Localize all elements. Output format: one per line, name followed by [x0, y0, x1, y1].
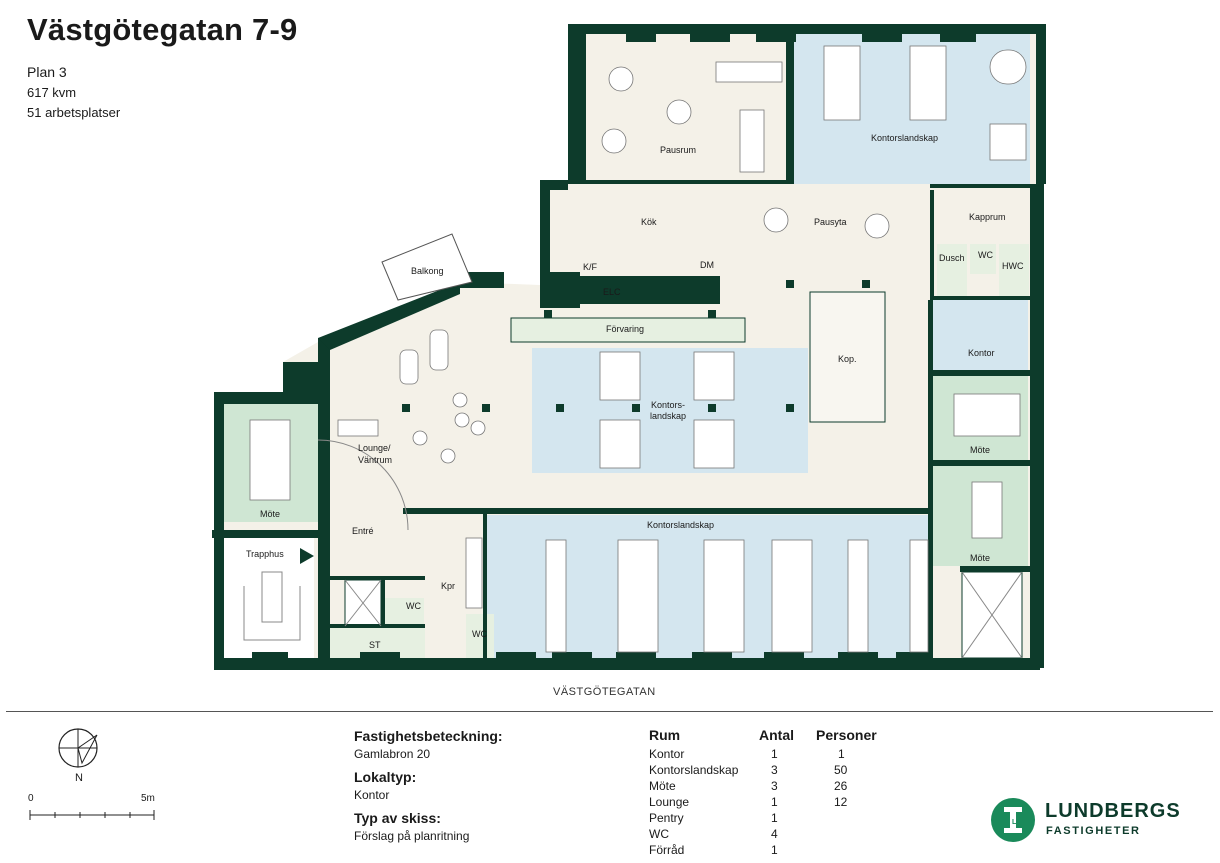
- table-cell: Kontor: [649, 747, 685, 761]
- floor-plan: Pausrum Kontorslandskap Kök Pausyta Kapp…: [212, 24, 1046, 698]
- room-kapprum: Kapprum: [969, 212, 1006, 222]
- table-cell: WC: [649, 827, 669, 841]
- room-elc: ELC: [603, 287, 621, 297]
- skiss-label: Typ av skiss:: [354, 810, 441, 826]
- page-title: Västgötegatan 7-9: [27, 12, 298, 47]
- room-kok: Kök: [641, 217, 657, 227]
- lundbergs-logo-icon: LF: [991, 798, 1035, 842]
- table-cell: Pentry: [649, 811, 684, 825]
- window-piers: [252, 24, 976, 670]
- table-cell: Lounge: [649, 795, 690, 809]
- table-header-rum: Rum: [649, 727, 681, 743]
- room-hwc: HWC: [1002, 261, 1024, 271]
- workplaces-label: 51 arbetsplatser: [27, 105, 121, 120]
- room-balkong: Balkong: [411, 266, 444, 276]
- room-mote-w: Möte: [260, 509, 280, 519]
- table-header-personer: Personer: [816, 727, 877, 743]
- room-kontorslandskap-mid-2: landskap: [650, 411, 686, 421]
- table-cell: 50: [834, 763, 848, 777]
- fastighet-label: Fastighetsbeteckning:: [354, 728, 503, 744]
- lokaltyp-label: Lokaltyp:: [354, 769, 417, 785]
- label-kf: K/F: [583, 262, 598, 272]
- area-label: 617 kvm: [27, 85, 77, 100]
- room-wc-1: WC: [978, 250, 993, 260]
- table-cell: 1: [771, 795, 778, 809]
- balcony: [381, 233, 473, 301]
- table-cell: 3: [771, 779, 778, 793]
- table-cell: 26: [834, 779, 848, 793]
- room-mote-e2: Möte: [970, 553, 990, 563]
- table-cell: 1: [771, 843, 778, 857]
- table-cell: 3: [771, 763, 778, 777]
- room-kontorslandskap-s: Kontorslandskap: [647, 520, 714, 530]
- compass-icon: [58, 728, 98, 768]
- table-cell: 4: [771, 827, 778, 841]
- room-kpr: Kpr: [441, 581, 455, 591]
- room-dusch: Dusch: [939, 253, 965, 263]
- room-pausrum: Pausrum: [660, 145, 696, 155]
- table-header-antal: Antal: [759, 727, 794, 743]
- table-cell: 1: [771, 811, 778, 825]
- table-cell: Möte: [649, 779, 676, 793]
- table-cell: 1: [838, 747, 845, 761]
- lokaltyp-value: Kontor: [354, 788, 390, 802]
- room-wc-2: WC: [406, 601, 421, 611]
- logo-name: LUNDBERGS: [1045, 800, 1181, 822]
- room-wc-3: WC: [472, 629, 487, 639]
- room-mote-e1: Möte: [970, 445, 990, 455]
- table-cell: Kontorslandskap: [649, 763, 739, 777]
- table-cell: Förråd: [649, 843, 685, 857]
- plan-label: Plan 3: [27, 64, 67, 80]
- table-cell: 12: [834, 795, 848, 809]
- entry-arrow-icon: [300, 548, 314, 564]
- room-st: ST: [369, 640, 381, 650]
- fastighet-value: Gamlabron 20: [354, 747, 431, 761]
- room-lounge-2: Väntrum: [358, 455, 392, 465]
- table-cell: 1: [771, 747, 778, 761]
- room-forvaring: Förvaring: [606, 324, 644, 334]
- room-pausyta: Pausyta: [814, 217, 847, 227]
- room-kontorslandskap-ne: Kontorslandskap: [871, 133, 938, 143]
- scale-bar: [29, 810, 155, 820]
- room-kop: Kop.: [838, 354, 857, 364]
- stairs: [243, 439, 1023, 659]
- room-kontorslandskap-mid-1: Kontors-: [651, 400, 685, 410]
- scale-start: 0: [28, 793, 34, 804]
- furniture: [249, 45, 1027, 653]
- room-entre: Entré: [352, 526, 374, 536]
- divider: [6, 711, 1213, 712]
- room-lounge-1: Lounge/: [358, 443, 391, 453]
- logo-sub: FASTIGHETER: [1046, 825, 1141, 837]
- compass-north-label: N: [75, 772, 83, 784]
- logo-mark: LF: [1012, 819, 1021, 826]
- room-kontor: Kontor: [968, 348, 995, 358]
- skiss-value: Förslag på planritning: [354, 829, 470, 843]
- walls: [212, 24, 1046, 670]
- scale-end: 5m: [141, 793, 155, 804]
- label-dm: DM: [700, 260, 714, 270]
- room-trapphus: Trapphus: [246, 549, 284, 559]
- street-name: VÄSTGÖTEGATAN: [553, 686, 656, 698]
